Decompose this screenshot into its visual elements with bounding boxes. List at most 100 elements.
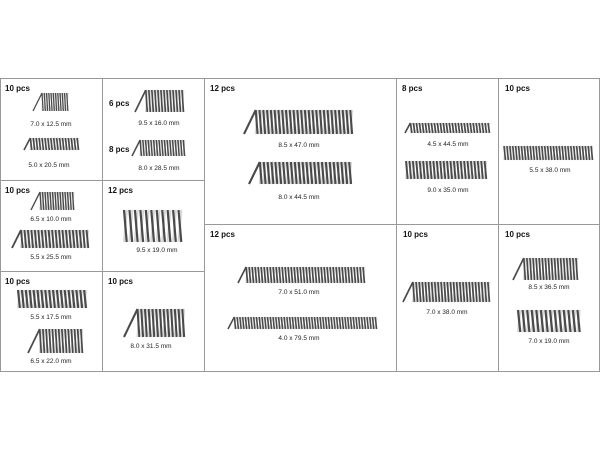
spring-coil: [174, 139, 178, 157]
spring-coil: [273, 109, 278, 135]
assortment-cell: 6 pcs 9.5 x 16.0 mm 8 pcs 8.0 x 28.5 mm: [102, 78, 205, 181]
spring-coil: [20, 229, 24, 249]
spring-coil: [357, 316, 361, 330]
spring-coil: [60, 328, 65, 354]
spring-coil: [47, 229, 52, 249]
spring-coil: [449, 281, 453, 303]
quantity-label: 10 pcs: [403, 230, 428, 239]
spring-coil: [41, 328, 46, 354]
spring-coil: [328, 161, 333, 185]
spring-coil: [64, 137, 68, 151]
spring-coil: [172, 89, 176, 113]
spring-coil: [39, 191, 42, 211]
spring-coil: [144, 209, 150, 243]
quantity-label: 10 pcs: [505, 84, 530, 93]
assortment-cell: 10 pcs 7.0 x 38.0 mm: [396, 224, 499, 372]
spring-coil: [503, 145, 507, 161]
spring-coil: [459, 160, 464, 180]
spring-coil: [41, 137, 45, 151]
assortment-cell: 10 pcs 6.5 x 10.0 mm 5.5 x 25.5 mm: [0, 180, 103, 272]
spring-coil: [61, 191, 65, 211]
spring-coil: [48, 289, 53, 309]
spring-coil: [266, 266, 270, 284]
spring-coil: [326, 266, 330, 284]
spring-coil: [451, 122, 455, 134]
spring-coil: [465, 281, 469, 303]
spring-coil: [578, 145, 582, 161]
spring-coil: [478, 122, 482, 134]
spring-coil: [432, 160, 436, 180]
spring-coil: [535, 309, 540, 333]
spring-coil: [458, 281, 463, 303]
spring-coil: [293, 161, 298, 185]
spring-coil: [329, 266, 333, 284]
spring-coil: [483, 160, 488, 180]
spring-coil: [144, 139, 148, 157]
spring-coil: [33, 229, 38, 249]
spring-coil: [136, 308, 141, 338]
spring-coil: [309, 161, 314, 185]
spring-coil: [158, 308, 163, 338]
spring-coil: [514, 145, 518, 161]
quantity-label: 10 pcs: [5, 186, 30, 195]
spring-coil: [139, 209, 145, 243]
spring-size-label: 9.5 x 19.0 mm: [136, 247, 178, 254]
spring-coil: [166, 89, 170, 113]
spring-coil: [471, 281, 475, 303]
quantity-label: 10 pcs: [5, 277, 30, 286]
assortment-cell: 12 pcs 9.5 x 19.0 mm: [102, 180, 205, 272]
spring-coil: [439, 122, 443, 134]
spring-coil: [269, 266, 273, 284]
spring-coil: [297, 316, 300, 330]
spring-coil: [64, 229, 69, 249]
spring-coil: [424, 122, 428, 134]
spring-coil: [442, 160, 447, 180]
spring-coil: [425, 160, 430, 180]
spring-coil: [321, 316, 325, 330]
spring-coil: [544, 309, 549, 333]
spring-coil: [274, 316, 278, 330]
spring-coil: [32, 137, 36, 151]
spring-coil: [66, 92, 69, 112]
spring-coil: [20, 289, 25, 309]
spring-coil: [57, 92, 60, 112]
spring-size-label: 9.0 x 35.0 mm: [427, 187, 469, 194]
spring-coil: [24, 289, 29, 309]
spring-end-coil: [402, 281, 414, 303]
spring-coil: [54, 229, 59, 249]
spring-coil: [452, 281, 456, 303]
spring-coil: [572, 145, 576, 161]
spring-coil: [313, 316, 317, 330]
spring-size-label: 9.5 x 16.0 mm: [138, 120, 180, 127]
spring-coil: [58, 229, 62, 249]
spring-coil: [133, 209, 139, 243]
spring-coil: [405, 160, 409, 180]
spring-coil: [294, 316, 298, 330]
spring-coil: [371, 316, 375, 330]
spring-coil: [474, 281, 478, 303]
spring-coil: [61, 137, 65, 151]
spring-coil: [252, 316, 256, 330]
spring-coil: [59, 92, 62, 112]
spring-coil: [360, 316, 364, 330]
spring-coil: [250, 316, 254, 330]
assortment-cell: 8 pcs 4.5 x 44.5 mm 9.0 x 35.0 mm: [396, 78, 499, 225]
spring-coil: [428, 160, 433, 180]
spring-coil: [17, 289, 22, 309]
spring-coil: [289, 161, 294, 185]
spring-coil: [481, 122, 485, 134]
spring-image: [227, 316, 378, 330]
spring-coil: [556, 257, 560, 281]
spring-coil: [175, 89, 179, 113]
spring-size-label: 5.5 x 17.5 mm: [30, 314, 72, 321]
spring-coil: [530, 309, 536, 333]
spring-coil: [128, 209, 134, 243]
spring-coil: [455, 281, 460, 303]
spring-coil: [418, 122, 422, 134]
spring-coil: [169, 139, 172, 157]
spring-coil: [59, 191, 62, 211]
spring-coil: [257, 266, 261, 284]
spring-coil: [301, 161, 306, 185]
spring-coil: [63, 289, 68, 309]
spring-coil: [454, 122, 458, 134]
